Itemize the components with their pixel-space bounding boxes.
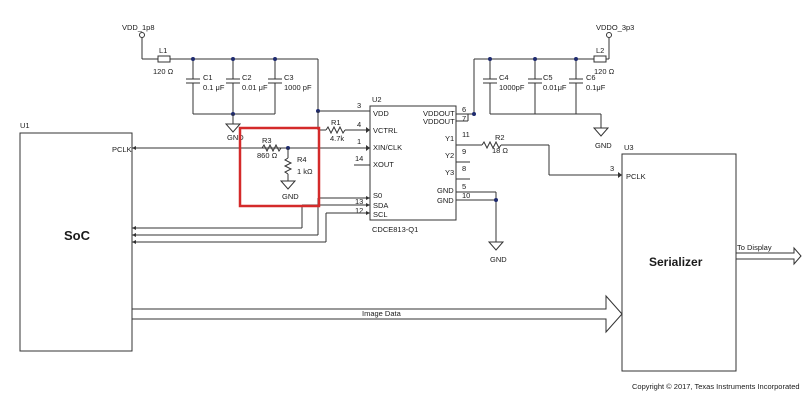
r4-value: 1 kΩ: [297, 167, 313, 176]
u2-pin-vddout-7: VDDOUT: [423, 117, 455, 126]
u1-name: SoC: [64, 228, 91, 243]
u1-body: [19, 132, 133, 352]
u2-body: [369, 105, 457, 221]
u2-pin-s0: S0: [373, 191, 382, 200]
u2-pin-xin: XIN/CLK: [373, 143, 402, 152]
r1-value: 4.7k: [330, 134, 344, 143]
control-lines: [132, 196, 370, 244]
gnd-label-2: GND: [595, 141, 612, 150]
cap-c6-ref: C6: [586, 73, 596, 82]
cap-c5-value: 0.01μF: [543, 83, 567, 92]
r4-ref: R4: [297, 155, 307, 164]
u2-ref: U2: [372, 95, 382, 104]
u2-part-number: CDCE813-Q1: [372, 225, 418, 234]
u2-pin-num-9: 9: [462, 147, 466, 156]
u2-pin-num-11: 11: [462, 130, 470, 139]
inductor-l1: [157, 55, 171, 63]
r1-ref: R1: [331, 118, 341, 127]
u3-serializer: U3 PCLK Serializer: [621, 143, 737, 372]
u1-soc: U1 SoC PCLK: [19, 121, 133, 352]
r3-ref: R3: [262, 136, 272, 145]
copyright-text: Copyright © 2017, Texas Instruments Inco…: [632, 382, 800, 391]
vdd-1p8-network: VDD_1p8 L1 120 Ω C1 0.1 μF C2 0.01 μF C3…: [122, 23, 370, 142]
u2-clock-generator: U2 CDCE813-Q1 VDD VCTRL XIN/CLK XOUT S0 …: [354, 95, 507, 264]
vdd-1p8-terminal: [139, 32, 145, 38]
r2-value: 18 Ω: [492, 146, 508, 155]
cap-c3-ref: C3: [284, 73, 294, 82]
vddo-3p3-terminal: [606, 32, 612, 38]
u2-pin-num-7: 7: [462, 114, 466, 123]
u2-pin-xout: XOUT: [373, 160, 394, 169]
u2-pin-y1: Y1: [445, 134, 454, 143]
cap-c6-value: 0.1μF: [586, 83, 606, 92]
cap-c1-value: 0.1 μF: [203, 83, 225, 92]
u1-pin-pclk: PCLK: [112, 145, 132, 154]
u2-pin-num-4: 4: [357, 120, 361, 129]
gnd-label-3: GND: [490, 255, 507, 264]
cap-c1-ref: C1: [203, 73, 213, 82]
u2-pin-gnd-10: GND: [437, 196, 454, 205]
inductor-l2-value: 120 Ω: [594, 67, 615, 76]
u2-pin-num-8: 8: [462, 164, 466, 173]
image-data-arrow: Image Data: [131, 294, 623, 334]
inductor-l2: [593, 55, 607, 63]
divider-network: GND R3 860 Ω R4 1 kΩ: [238, 126, 321, 208]
cap-c5-ref: C5: [543, 73, 553, 82]
u2-pin-gnd-5: GND: [437, 186, 454, 195]
u3-pin-num-3: 3: [610, 164, 614, 173]
u3-name: Serializer: [649, 255, 703, 269]
vddo-3p3-label: VDDO_3p3: [596, 23, 634, 32]
y1-net: R2 18 Ω 3: [470, 133, 622, 178]
r3-value: 860 Ω: [257, 151, 278, 160]
u2-pin-vctrl: VCTRL: [373, 126, 398, 135]
u2-pin-scl: SCL: [373, 210, 388, 219]
u2-pin-y3: Y3: [445, 168, 454, 177]
gnd-label-1: GND: [227, 133, 244, 142]
u2-pin-num-6: 6: [462, 105, 466, 114]
u3-ref: U3: [624, 143, 634, 152]
ground-symbol-1: [224, 123, 242, 133]
r1-network: R1 4.7k: [317, 111, 370, 143]
image-data-label: Image Data: [362, 309, 402, 318]
cap-c2-value: 0.01 μF: [242, 83, 268, 92]
u1-ref: U1: [20, 121, 30, 130]
u3-pin-pclk: PCLK: [626, 172, 646, 181]
u2-pin-vddout-6: VDDOUT: [423, 109, 455, 118]
inductor-l2-ref: L2: [596, 46, 604, 55]
gnd-label-4: GND: [282, 192, 299, 201]
highlight-box: [238, 126, 321, 208]
cap-c2-ref: C2: [242, 73, 252, 82]
inductor-l1-ref: L1: [159, 46, 167, 55]
to-display-label: To Display: [737, 243, 772, 252]
u2-pin-num-1: 1: [357, 137, 361, 146]
u2-pin-sda: SDA: [373, 201, 388, 210]
vdd-1p8-label: VDD_1p8: [122, 23, 155, 32]
u3-body: [621, 153, 737, 372]
ground-symbol-3: [487, 241, 505, 251]
inductor-l1-value: 120 Ω: [153, 67, 174, 76]
u2-pin-num-5: 5: [462, 182, 466, 191]
u2-pin-y2: Y2: [445, 151, 454, 160]
ground-symbol-2: [592, 127, 610, 137]
r2-ref: R2: [495, 133, 505, 142]
u2-pin-num-14: 14: [355, 154, 363, 163]
cap-c4-value: 1000pF: [499, 83, 525, 92]
ground-symbol-4: [279, 180, 297, 190]
cap-c4-ref: C4: [499, 73, 509, 82]
u2-pin-num-3: 3: [357, 101, 361, 110]
u2-pin-num-13: 13: [355, 197, 363, 206]
to-display-arrow: To Display: [735, 243, 802, 266]
u2-pin-num-10: 10: [462, 191, 470, 200]
vddo-3p3-network: VDDO_3p3 L2 120 Ω C4 1000pF C5 0.01μF C6…: [456, 23, 634, 150]
u2-pin-vdd: VDD: [373, 109, 389, 118]
cap-c3-value: 1000 pF: [284, 83, 312, 92]
u2-pin-num-12: 12: [355, 206, 363, 215]
